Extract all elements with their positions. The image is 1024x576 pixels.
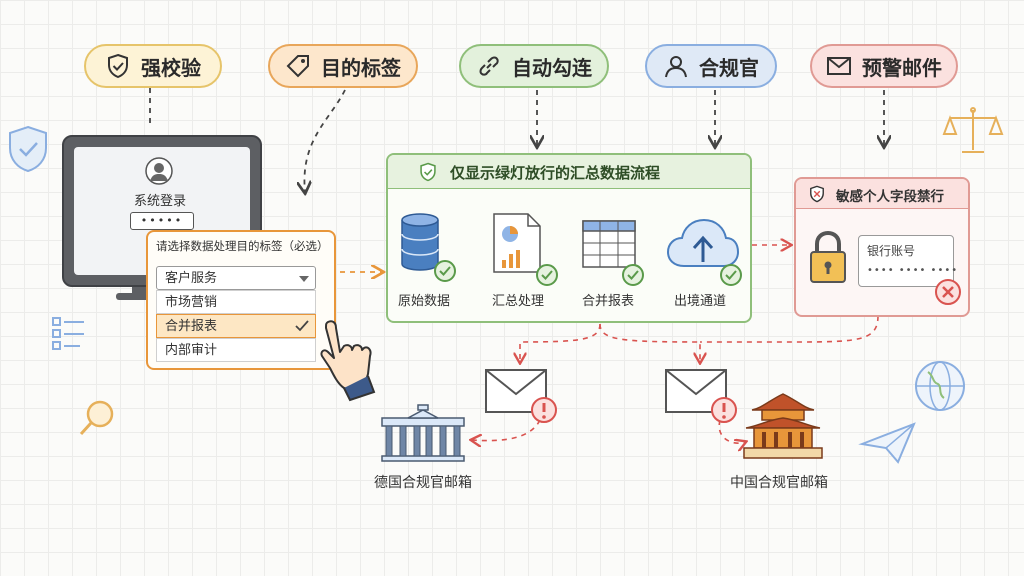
chevron-down-icon — [299, 276, 309, 282]
dropdown-select[interactable]: 客户服务 — [156, 266, 316, 290]
flow-panel-title: 仅显示绿灯放行的汇总数据流程 — [450, 164, 661, 182]
brandenburg-gate-icon — [381, 404, 465, 462]
pill-compliance-officer-label: 合规官 — [699, 55, 759, 80]
envelope-alert-icon — [665, 369, 737, 423]
step-label-consolidated: 合并报表 — [581, 294, 634, 309]
flow-panel-header: 仅显示绿灯放行的汇总数据流程 — [388, 155, 750, 189]
purpose-dropdown-card: 请选择数据处理目的标签（必选） 客户服务 市场营销 合并报表 内部审计 — [146, 230, 336, 370]
shield-check-icon — [108, 53, 128, 79]
dropdown-option-audit[interactable]: 内部审计 — [156, 338, 316, 362]
shield-icon — [9, 125, 47, 173]
pill-auto-link: 自动勾连 — [459, 44, 609, 88]
check-badge-icon — [720, 264, 742, 286]
paper-plane-icon — [858, 422, 916, 464]
block-panel-title: 敏感个人字段禁行 — [836, 189, 944, 205]
tag-icon — [286, 55, 309, 78]
step-label-raw-data: 原始数据 — [397, 294, 450, 309]
dropdown-header: 请选择数据处理目的标签（必选） — [156, 239, 329, 253]
globe-icon — [915, 361, 965, 411]
wire-mail-cn-to-building — [718, 419, 745, 443]
dropdown-option-marketing[interactable]: 市场营销 — [156, 290, 316, 314]
spreadsheet-icon — [582, 220, 636, 268]
scale-icon — [942, 107, 1004, 153]
wire-mail-de-to-building — [472, 419, 541, 441]
check-badge-icon — [536, 264, 558, 286]
wire-block-to-mail — [700, 315, 879, 343]
wire-to-mail-de — [520, 323, 601, 362]
padlock-icon — [810, 230, 846, 283]
database-icon — [401, 213, 439, 271]
magnifier-icon — [79, 400, 114, 436]
checkmark-icon — [295, 320, 309, 332]
pill-alert-email: 预警邮件 — [810, 44, 958, 88]
checklist-icon — [52, 317, 84, 350]
user-icon — [665, 56, 687, 78]
dropdown-option-consolidated[interactable]: 合并报表 — [156, 314, 316, 338]
dropdown-selected-value: 客户服务 — [165, 271, 218, 286]
pill-purpose-tag-label: 目的标签 — [321, 55, 401, 80]
shield-check-icon — [420, 162, 436, 182]
link-icon — [479, 56, 499, 76]
step-label-summary: 汇总处理 — [491, 294, 544, 309]
pill-auto-link-label: 自动勾连 — [512, 55, 592, 80]
blocked-x-icon — [935, 279, 961, 305]
temple-icon — [743, 393, 823, 459]
pill-alert-email-label: 预警邮件 — [862, 55, 942, 80]
mail-icon — [827, 57, 851, 75]
mailbox-germany-label: 德国合规官邮箱 — [374, 475, 472, 491]
step-label-exit-channel: 出境通道 — [673, 294, 726, 309]
report-document-icon — [493, 213, 541, 273]
envelope-alert-icon — [485, 369, 557, 423]
block-panel-header: 敏感个人字段禁行 — [796, 179, 968, 209]
bank-account-field: 银行账号 •••• •••• •••• — [858, 235, 957, 287]
bank-account-label: 银行账号 — [867, 244, 916, 258]
password-field[interactable]: ••••• — [130, 212, 194, 230]
dropdown-option-consolidated-label: 合并报表 — [165, 319, 218, 334]
wire-to-mail-cn — [599, 323, 700, 362]
pill-compliance-officer: 合规官 — [645, 44, 777, 88]
avatar-icon — [145, 157, 173, 185]
check-badge-icon — [622, 264, 644, 286]
pill-strong-check: 强校验 — [84, 44, 222, 88]
pill-purpose-tag: 目的标签 — [268, 44, 418, 88]
pill-strong-check-label: 强校验 — [141, 55, 201, 80]
cloud-upload-icon — [666, 218, 740, 267]
pointing-hand-icon — [320, 320, 376, 402]
bank-account-mask: •••• •••• •••• — [867, 265, 959, 276]
wire-purpose-tag — [304, 89, 346, 192]
mailbox-china-label: 中国合规官邮箱 — [730, 475, 828, 491]
check-badge-icon — [434, 260, 456, 282]
login-title: 系统登录 — [133, 194, 186, 209]
shield-x-icon — [810, 185, 824, 203]
